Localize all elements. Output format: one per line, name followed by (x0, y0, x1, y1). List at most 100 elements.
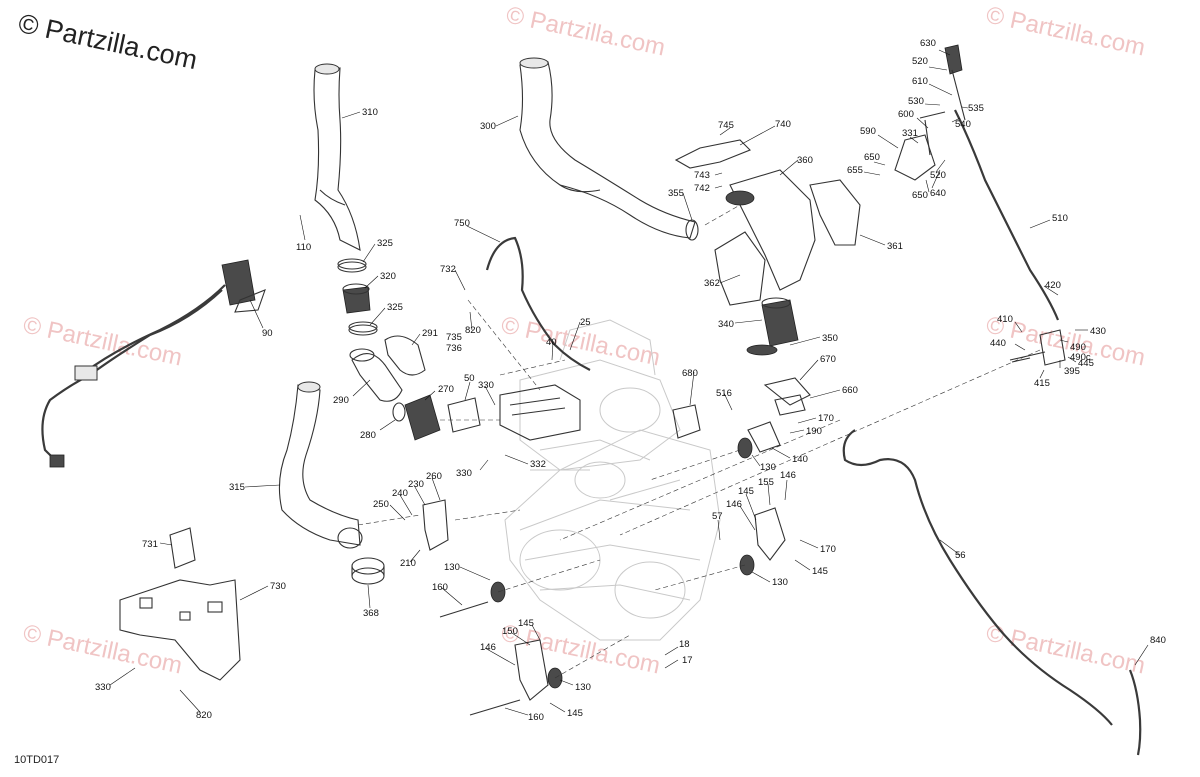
clamp-325 (337, 258, 367, 273)
boot-270 (392, 394, 441, 441)
elbow-291 (384, 335, 426, 376)
callout-label: 330 (478, 380, 494, 391)
intake-hose-310 (313, 63, 361, 251)
callout-label: 600 (898, 109, 914, 120)
plate-50 (447, 397, 481, 433)
callout-label: 655 (847, 165, 863, 176)
callout-label: 250 (373, 499, 389, 510)
callout-label: 56 (955, 550, 966, 561)
callout-label: 750 (454, 218, 470, 229)
heat-shield-361 (809, 179, 861, 246)
callout-label: 130 (772, 577, 788, 588)
hose-750 (485, 236, 591, 371)
callout-label: 145 (738, 486, 754, 497)
callout-label: 260 (426, 471, 442, 482)
callout-label: 490c (1070, 352, 1091, 363)
callout-label: 130 (575, 682, 591, 693)
callout-label: 330 (95, 682, 111, 693)
callout-label: 230 (408, 479, 424, 490)
callout-label: 155 (758, 477, 774, 488)
callout-label: 291 (422, 328, 438, 339)
callout-label: 820 (196, 710, 212, 721)
callout-label: 190 (806, 426, 822, 437)
heat-shield-362 (714, 231, 766, 306)
callout-label: 361 (887, 241, 903, 252)
callout-label: 325 (377, 238, 393, 249)
engine-mount-260 (422, 499, 449, 551)
callout-label: 530 (908, 96, 924, 107)
housing-140 (747, 421, 781, 453)
callout-label: 540 (955, 119, 971, 130)
gasket-350 (746, 344, 778, 356)
callout-label: 170 (818, 413, 834, 424)
callout-label: 90 (262, 328, 273, 339)
callout-label: 590 (860, 126, 876, 137)
callout-label: 742 (694, 183, 710, 194)
bracket-731 (169, 527, 196, 569)
watermark: © Partzilla.com (984, 1, 1148, 61)
leader-lines (109, 49, 1149, 716)
cover-670 (763, 377, 811, 406)
callout-label: 350 (822, 333, 838, 344)
callout-label: 670 (820, 354, 836, 365)
callout-label: 732 (440, 264, 456, 275)
callout-label: 140 (792, 454, 808, 465)
callout-label: 640 (930, 188, 946, 199)
diagram-code: 10TD017 (14, 754, 60, 766)
callout-label: 110 (296, 242, 311, 253)
engine-block (504, 319, 721, 641)
callout-label: 395 (1064, 366, 1080, 377)
bracket-740 (674, 139, 751, 169)
watermark: © Partzilla.com (21, 311, 185, 371)
callout-label: 160 (528, 712, 544, 723)
callout-label: 743 (694, 170, 710, 181)
shift-linkage-410 (1009, 329, 1066, 366)
callout-label: 445 (1078, 358, 1094, 369)
callout-label: 300 (480, 121, 496, 132)
callout-label: 745 (718, 120, 734, 131)
callout-label: 290 (333, 395, 349, 406)
callout-label: 415 (1034, 378, 1050, 389)
callout-label: 736 (446, 343, 462, 354)
callout-label: 360 (797, 155, 813, 166)
callout-label: 150 (502, 626, 518, 637)
callout-labels: 630 520 610 530 535 540 600 590 331 650 … (95, 38, 1166, 723)
callout-label: 420 (1045, 280, 1061, 291)
callout-label: 610 (912, 76, 928, 87)
callout-label: 145 (518, 618, 534, 629)
callout-label: 325 (387, 302, 403, 313)
intake-hose-315 (278, 381, 363, 549)
callout-label: 25 (580, 317, 591, 328)
engine-mount-150 (514, 639, 549, 701)
clamp-325b (348, 321, 378, 336)
callout-label: 355 (668, 188, 684, 199)
throttle-body (499, 384, 581, 441)
watermark: © Partzilla.com (21, 619, 185, 679)
callout-label: 18 (679, 639, 690, 650)
callout-label: 535 (968, 103, 984, 114)
callout-label: 650 (912, 190, 928, 201)
callout-label: 368 (363, 608, 379, 619)
callout-label: 130 (760, 462, 776, 473)
callout-label: 310 (362, 107, 378, 118)
ecm-module-90 (41, 259, 266, 468)
callout-label: 332 (530, 459, 546, 470)
callout-label: 650 (864, 152, 880, 163)
callout-label: 270 (438, 384, 454, 395)
callout-label: 40 (546, 337, 557, 348)
callout-label: 362 (704, 278, 720, 289)
watermark: © Partzilla.com (504, 1, 668, 61)
callout-label: 315 (229, 482, 245, 493)
callout-label: 516 (716, 388, 732, 399)
sensor-680 (672, 404, 701, 439)
dashed-leaders (357, 204, 1041, 679)
callout-label: 735 (446, 332, 462, 343)
callout-label: 740 (775, 119, 791, 130)
callout-label: 57 (712, 511, 723, 522)
exhaust-pipe-300 (519, 57, 696, 239)
callout-label: 660 (842, 385, 858, 396)
callout-label: 820 (465, 325, 481, 336)
muffler-360 (725, 169, 816, 291)
bracket-660 (774, 394, 806, 416)
